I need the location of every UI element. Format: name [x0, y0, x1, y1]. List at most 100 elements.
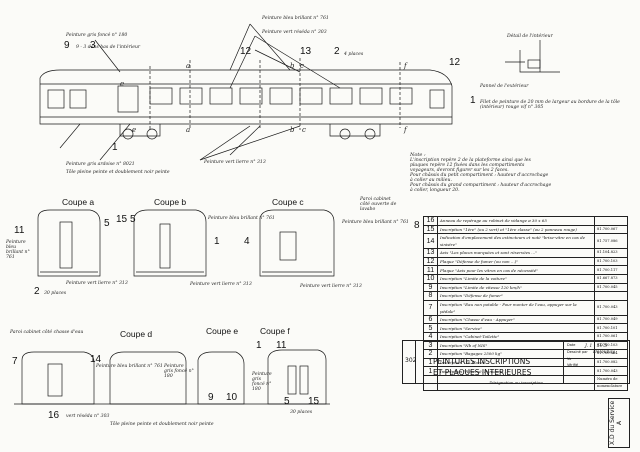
label-tole-pleine: Tôle pleine peinte et doublement noir pe…: [66, 170, 170, 175]
legend-text: Plaque "Avis pour les vitres en cas de n…: [437, 265, 595, 275]
callout-2: 2: [334, 46, 340, 57]
callout-9: 9: [64, 40, 70, 51]
label-dans-bas: 9 - 3 dans bas de l'intérieur: [76, 45, 141, 50]
detail-view: [505, 40, 560, 73]
legend-number: 5: [423, 323, 438, 333]
coupe-d-title: Coupe d: [120, 329, 153, 339]
coupe-e-gris2: Peinture gris foncé n° 180: [252, 372, 272, 392]
legend-ref: [594, 291, 628, 301]
coupe-a-2: 2: [34, 286, 40, 297]
coupe-b-title: Coupe b: [154, 197, 187, 207]
legend-ref: 81.700.049: [594, 314, 628, 325]
label-peinture-reseda: Peinture vert réséda n° 303: [262, 30, 327, 35]
title-block: 302 PEINTURES INSCRIPTIONS ET PLAQUES IN…: [402, 340, 630, 384]
detail-title: Détail de l'intérieur: [507, 34, 553, 39]
legend-ref: 81.700.117: [594, 265, 628, 275]
legend-text: Inscription "Eau non potable - Pour mont…: [437, 299, 595, 316]
callout-1b: 1: [112, 142, 118, 153]
coupe-c-lierre: Peinture vert lierre n° 313: [300, 284, 362, 289]
coupe-d-reseda: vert réséda n° 303: [66, 414, 110, 419]
coupe-d-14: 14: [90, 354, 102, 365]
section-e: e: [120, 80, 125, 88]
coupe-a-5: 5: [104, 218, 110, 229]
label-peinture-gris: Peinture gris foncé n° 180: [66, 33, 128, 38]
coupe-d-7: 7: [12, 356, 18, 367]
legend-text: Inscription "Limite de la voiture": [437, 273, 595, 284]
coupe-f-11: 11: [276, 340, 287, 351]
note-line: L'inscription repère 2 de la plateforme …: [410, 158, 531, 163]
drawn-value: Delaunay: [593, 350, 615, 355]
date-value: J. 1 - 59.5: [585, 344, 608, 349]
legend-ref: 81.700.103: [594, 256, 628, 267]
legend-text: Inscription "Chasse d'eau - Appuyer": [437, 314, 595, 325]
legend-text: Inscription "Service": [437, 323, 595, 333]
service-stamp: X.D du Service A: [608, 398, 630, 448]
coupe-b-lierre: Peinture vert lierre n° 313: [190, 282, 252, 287]
coupe-a-places: 30 places: [44, 291, 67, 296]
note-line: Pour châssis du petit compartiment : hau…: [410, 173, 549, 178]
legend-text: Inscription "Limite de vitesse 120 km/h": [437, 282, 595, 293]
callout-12: 12: [240, 46, 252, 57]
legend-number: 6: [423, 314, 438, 325]
legend-number: 11: [423, 265, 438, 275]
section-c: c: [300, 62, 304, 70]
legend-footer-col2: Numéro de nomenclature: [594, 374, 628, 391]
title-line-2: ET PLAQUES INTERIEURES: [433, 368, 532, 377]
legend-text: Inscription "Défense de fumer": [437, 291, 595, 301]
label-places: 4 places: [344, 52, 364, 57]
coupe-c-title: Coupe c: [272, 197, 304, 207]
note-line: à coller au milieu.: [410, 178, 452, 183]
coupe-a-bleu: Peinture bleu brillant n° 761: [6, 240, 30, 260]
legend-ref: 81.667.873: [594, 273, 628, 284]
coupe-d-16: 16: [48, 410, 60, 421]
coupe-f-15: 15: [308, 396, 320, 407]
coupe-d-paroi: Paroi cabinet côté chasse d'eau: [10, 330, 84, 335]
legend-text: Anneau de repérage au robinet de vidange…: [437, 216, 595, 226]
note-line: plaques repère 12 fixées dans les compar…: [410, 163, 525, 168]
coupe-c-4: 4: [244, 236, 250, 247]
coupe-e-10: 10: [226, 392, 238, 403]
coupe-c-8: 8: [414, 220, 420, 231]
note-line: Pour châssis du grand compartiment : hau…: [410, 183, 552, 188]
label-peinture-lierre: Peinture vert lierre n° 313: [204, 160, 266, 165]
section-e2: e: [132, 126, 137, 134]
callout-12b: 12: [449, 57, 461, 68]
railcar-elevation: [39, 23, 453, 161]
coupe-f-5: 5: [284, 396, 290, 407]
legend-text: Plaque "Défense de fumer (ou non ...)": [437, 256, 595, 267]
drawn-label: Dessiné par: [567, 350, 588, 354]
coupe-a-title: Coupe a: [62, 197, 95, 207]
note-line: voyageurs, devront figurer sur les 2 fac…: [410, 168, 509, 173]
window-row: [149, 87, 413, 105]
legend-footer-row: Désignation ou inscription Numéro de nom…: [423, 374, 628, 391]
label-peinture-ardoise: Peinture gris ardoise n° 8021: [66, 162, 135, 167]
legend-number: 16: [423, 216, 438, 226]
section-f2: f: [404, 126, 407, 134]
note-line: à coller, longueur 20.: [410, 188, 460, 193]
coupe-d-tole: Tôle pleine peinte et doublement noir pe…: [110, 422, 214, 427]
legend-number: 14: [423, 233, 438, 250]
legend-number: 13: [423, 248, 438, 258]
section-f: f: [404, 62, 407, 70]
coupe-e-title: Coupe e: [206, 326, 239, 336]
note-heading: Note :: [410, 152, 426, 158]
section-b: b: [290, 62, 295, 70]
coupe-d-bleu: Peinture bleu brillant n° 761: [96, 364, 163, 369]
legend-ref: 81.700.043: [594, 299, 628, 316]
legend-ref: [594, 216, 628, 226]
cross-sections: [14, 209, 335, 405]
coupe-a-15: 15: [116, 214, 128, 225]
section-a: a: [186, 62, 191, 70]
legend-number: 8: [423, 291, 438, 301]
